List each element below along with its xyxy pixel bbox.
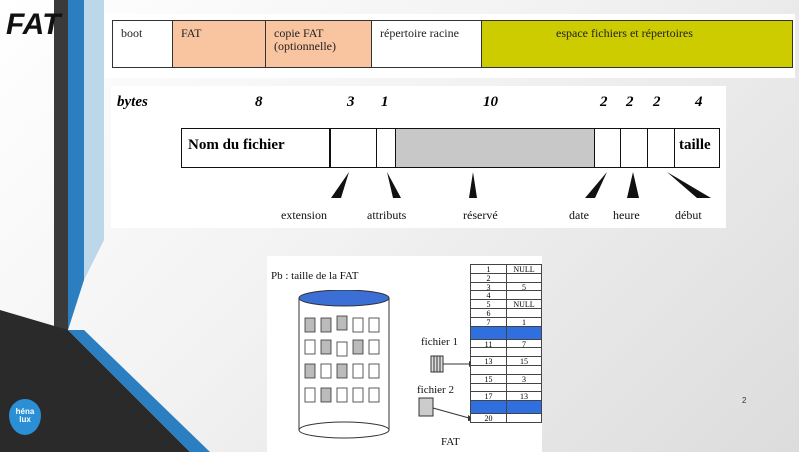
fat-table-figure: Pb : taille de la FAT fichier 1 fichier … bbox=[267, 256, 542, 452]
fat-disk-layout: boot FAT copie FAT (optionnelle) réperto… bbox=[104, 14, 795, 78]
field-size: taille bbox=[674, 128, 720, 168]
fat-label: FAT bbox=[441, 436, 460, 448]
segment-fat: FAT bbox=[172, 20, 266, 68]
figure-title: Pb : taille de la FAT bbox=[271, 270, 359, 282]
segment-fat-copy: copie FAT (optionnelle) bbox=[265, 20, 372, 68]
slide-number: 2 bbox=[742, 396, 747, 405]
slide-title: FAT bbox=[6, 8, 61, 41]
label-start: début bbox=[675, 208, 702, 222]
fat-cell bbox=[470, 325, 507, 340]
byte-count: 10 bbox=[483, 94, 498, 110]
byte-count: 3 bbox=[347, 94, 355, 110]
field-attributes bbox=[376, 128, 396, 168]
label-attributes: attributs bbox=[367, 208, 407, 222]
segment-root-dir: répertoire racine bbox=[371, 20, 482, 68]
label-time: heure bbox=[613, 208, 640, 222]
field-start bbox=[647, 128, 675, 168]
segment-boot: boot bbox=[112, 20, 173, 68]
label-extension: extension bbox=[281, 208, 327, 222]
logo-text: héna lux bbox=[15, 407, 35, 424]
byte-count: 8 bbox=[255, 94, 263, 110]
label-reserved: réservé bbox=[463, 208, 498, 222]
field-name: Nom du fichier bbox=[181, 128, 331, 168]
directory-entry-diagram: bytes 8 3 1 10 2 2 2 4 Nom du fichier ta… bbox=[111, 86, 726, 228]
pointer-arrows bbox=[331, 172, 711, 198]
fat-cell bbox=[506, 400, 542, 415]
byte-count: 1 bbox=[381, 94, 389, 110]
byte-count: 2 bbox=[653, 94, 661, 110]
fat-cell bbox=[506, 413, 542, 423]
fat-cell bbox=[470, 400, 507, 415]
fat-cell: 20 bbox=[470, 413, 507, 423]
label-date: date bbox=[569, 208, 589, 222]
byte-count: 2 bbox=[626, 94, 634, 110]
file2-label: fichier 2 bbox=[417, 384, 454, 396]
decorative-stripes bbox=[0, 0, 210, 452]
segment-file-space: espace fichiers et répertoires bbox=[481, 20, 793, 68]
logo: héna lux bbox=[9, 399, 41, 435]
byte-count: 4 bbox=[695, 94, 703, 110]
field-extension bbox=[329, 128, 377, 168]
byte-count: 2 bbox=[600, 94, 608, 110]
file-arrows bbox=[418, 355, 475, 421]
field-reserved bbox=[395, 128, 595, 168]
field-date bbox=[594, 128, 621, 168]
fat-cell bbox=[506, 325, 542, 340]
file1-label: fichier 1 bbox=[421, 336, 458, 348]
disk-cylinder-icon bbox=[298, 290, 390, 439]
bytes-label: bytes bbox=[117, 94, 148, 110]
field-time bbox=[620, 128, 648, 168]
